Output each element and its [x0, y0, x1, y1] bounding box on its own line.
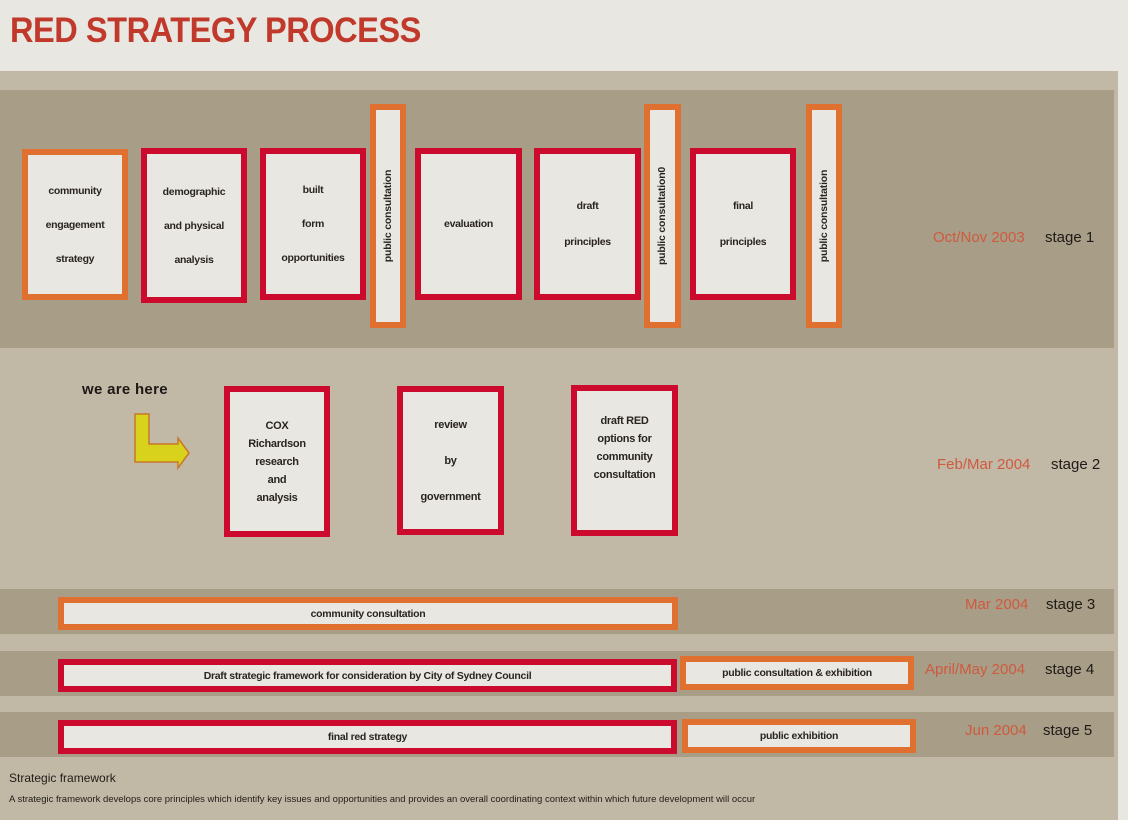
step-public-consultation-exhibition: public consultation & exhibition — [680, 656, 914, 690]
step-line: and — [267, 473, 287, 486]
stage-2-label: stage 2 — [1051, 456, 1101, 473]
step-line: analysis — [174, 253, 214, 266]
step-line: analysis — [256, 491, 298, 504]
stage-1-label: stage 1 — [1045, 229, 1095, 246]
we-are-here-label: we are here — [82, 381, 168, 398]
stage-5-label: stage 5 — [1043, 722, 1093, 739]
step-line: strategy — [55, 252, 95, 265]
step-cox-richardson-research: COX Richardson research and analysis — [224, 386, 330, 537]
stage-2-date: Feb/Mar 2004 — [937, 456, 1031, 473]
step-line: COX — [265, 419, 289, 432]
pillar-public-consultation-1: public consultation — [370, 104, 406, 328]
step-final-principles: final principles — [690, 148, 796, 300]
step-line: engagement — [45, 218, 105, 231]
footer-description: A strategic framework develops core prin… — [9, 794, 756, 805]
stage-3-date: Mar 2004 — [965, 596, 1029, 613]
pillar-label: public consultation0 — [656, 166, 669, 266]
stage-4-date: April/May 2004 — [925, 661, 1026, 678]
step-line: final — [732, 200, 754, 212]
step-review-by-government: review by government — [397, 386, 504, 535]
step-line: and physical — [163, 219, 224, 232]
step-community-consultation: community consultation — [58, 597, 678, 630]
step-line: consultation — [593, 469, 656, 481]
step-line: Richardson — [248, 437, 306, 450]
step-line: demographic — [162, 185, 226, 198]
footer-title: Strategic framework — [9, 771, 116, 785]
step-line: built — [302, 184, 324, 196]
step-line: final red strategy — [327, 731, 408, 743]
step-line: opportunities — [281, 252, 345, 264]
step-line: community consultation — [310, 607, 426, 620]
pillar-label: public consultation — [382, 169, 395, 263]
step-draft-principles: draft principles — [534, 148, 641, 300]
pillar-public-consultation-2: public consultation0 — [644, 104, 681, 328]
step-line: principles — [564, 236, 611, 248]
page-title: RED STRATEGY PROCESS — [10, 11, 421, 50]
step-line: principles — [719, 236, 767, 248]
step-public-exhibition: public exhibition — [682, 719, 916, 753]
stage-5-date: Jun 2004 — [965, 722, 1027, 739]
step-line: public exhibition — [759, 730, 839, 742]
step-draft-red-options: draft RED options for community consulta… — [571, 385, 678, 536]
stage-1-date: Oct/Nov 2003 — [933, 229, 1025, 246]
step-final-red-strategy: final red strategy — [58, 720, 677, 754]
step-evaluation: evaluation — [415, 148, 522, 300]
pillar-label: public consultation — [818, 169, 831, 263]
step-line: options for — [597, 433, 652, 445]
step-line: government — [420, 490, 481, 503]
pillar-public-consultation-3: public consultation — [806, 104, 842, 328]
step-line: community — [48, 184, 102, 197]
step-line: by — [444, 454, 457, 467]
step-line: evaluation — [444, 218, 493, 230]
arrow-turn-right-icon — [134, 413, 190, 471]
step-line: public consultation & exhibition — [722, 667, 872, 679]
step-line: review — [434, 418, 467, 431]
step-line: draft — [576, 200, 599, 212]
step-line: draft RED — [600, 415, 649, 427]
step-demographic-physical-analysis: demographic and physical analysis — [141, 148, 247, 303]
step-built-form-opportunities: built form opportunities — [260, 148, 366, 300]
step-line: Draft strategic framework for considerat… — [203, 669, 532, 682]
step-line: research — [255, 455, 299, 468]
stage-4-label: stage 4 — [1045, 661, 1095, 678]
stage-3-label: stage 3 — [1046, 596, 1096, 613]
step-line: form — [301, 218, 325, 230]
step-line: community — [596, 451, 653, 463]
step-draft-strategic-framework: Draft strategic framework for considerat… — [58, 659, 677, 692]
step-community-engagement-strategy: community engagement strategy — [22, 149, 128, 300]
